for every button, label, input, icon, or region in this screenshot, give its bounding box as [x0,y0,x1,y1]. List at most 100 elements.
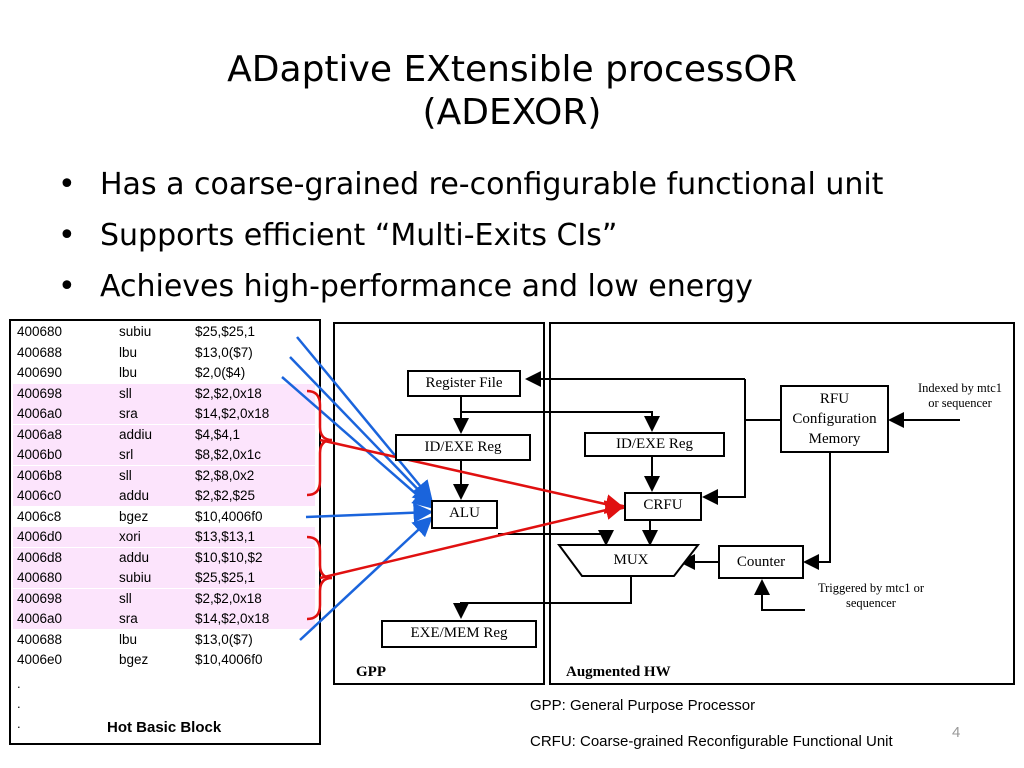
indexed-note: Indexed by mtc1 or sequencer [903,381,1017,411]
trigger-to-counter-arrow [754,579,805,611]
instruction-operands: $10,$10,$2 [195,549,263,565]
blue-arrow [305,502,434,523]
id-exe-reg-aug-box: ID/EXE Reg [584,432,725,457]
indexed-note-line: Indexed by mtc1 [917,381,1002,395]
instruction-operands: $2,$2,0x18 [195,590,262,606]
exe-mem-reg-box: EXE/MEM Reg [381,620,537,648]
ellipsis-dot: . [17,716,21,731]
page-number: 4 [952,724,961,741]
footnote-gpp: GPP: General Purpose Processor [530,697,756,714]
instruction-opcode: bgez [119,652,149,667]
instruction-opcode: subiu [119,570,152,585]
indexed-note-line: or sequencer [928,396,992,410]
instruction-address: 400690 [17,365,63,380]
triggered-note-line: sequencer [846,596,896,610]
rfu-config-line: Configuration [792,411,877,427]
instruction-address: 4006a0 [17,611,63,626]
instruction-opcode: addiu [119,426,153,442]
red-arrow [319,438,626,514]
instruction-opcode: addu [119,488,150,503]
instruction-opcode: bgez [119,508,149,524]
instruction-operands: $14,$2,0x18 [195,406,270,421]
bullet-list: • Has a coarse-grained re-configurable fu… [58,162,883,315]
bullet-item: • Supports efficient “Multi-Exits CIs” [58,213,883,264]
instruction-operands: $13,$13,1 [195,529,256,544]
instruction-address: 4006a8 [17,426,63,442]
instruction-operands: $13,0($7) [195,631,253,647]
bullet-icon: • [58,218,76,253]
instruction-operands: $13,0($7) [195,344,253,360]
bullet-text: Has a coarse-grained re-configurable fun… [100,167,884,202]
blue-arrow [289,356,433,505]
regfile-to-aug-idexe-arrow [460,396,660,432]
blue-arrow [299,516,433,641]
instruction-address: 400680 [17,570,63,585]
instruction-opcode: srl [119,447,134,462]
instruction-operands: $8,$2,0x1c [195,447,262,462]
rfu-to-counter-arrow [803,453,831,570]
red-arrow [319,500,626,580]
instruction-opcode: sll [119,385,132,401]
bullet-text: Achieves high-performance and low energy [100,269,753,304]
instruction-address: 400688 [17,631,63,647]
triggered-note-line: Triggered by mtc1 or [817,581,925,595]
instruction-opcode: lbu [119,365,138,380]
blue-arrow [281,376,433,509]
instruction-operands: $2,$2,$25 [195,488,256,503]
triggered-note: Triggered by mtc1 or sequencer [806,581,936,611]
code-row: 4006c0 addu $2,$2,$25 [13,486,315,506]
instruction-operands: $4,$4,1 [195,426,241,442]
instruction-address: 400698 [17,590,63,606]
instruction-operands: $2,$8,0x2 [195,467,255,483]
code-caption: Hot Basic Block [107,719,222,736]
instruction-opcode: addu [119,549,150,565]
alu-to-mux-arrow [498,530,614,546]
loop-to-crfu-arrow [702,379,746,505]
instruction-operands: $2,$2,0x18 [195,385,262,401]
bullet-item: •Has a coarse-grained re-configurable fu… [58,162,883,213]
bullet-text: Supports efficient “Multi-Exits CIs” [100,218,618,253]
red-brace [306,389,333,497]
title-line-1: ADaptive EXtensible processOR [227,49,797,90]
instruction-opcode: sra [119,406,138,421]
counter-box: Counter [718,545,804,579]
code-row: 4006b0 srl $8,$2,0x1c [13,445,315,465]
rfu-config-memory-box: RFU Configuration Memory [780,385,889,453]
title-line-2: (ADEXOR) [422,92,602,133]
red-brace [306,535,333,621]
instruction-address: 4006c0 [17,488,62,503]
code-row: 400698 sll $2,$2,0x18 [13,383,315,404]
instruction-operands: $2,0($4) [195,365,246,380]
instruction-opcode: sll [119,467,132,483]
code-row: 400690 lbu $2,0($4) [13,363,315,383]
instruction-opcode: lbu [119,344,138,360]
mux-shape [557,544,701,577]
augmented-hw-panel [549,322,1015,685]
instruction-address: 4006a0 [17,406,63,421]
instruction-address: 400688 [17,344,63,360]
instruction-operands: $25,$25,1 [195,324,256,339]
mux-to-exemem-arrow [453,576,632,619]
id-exe-reg-gpp-box: ID/EXE Reg [395,434,531,461]
instruction-address: 400698 [17,385,63,401]
instruction-address: 4006b0 [17,447,63,462]
crfu-box: CRFU [624,492,702,521]
code-row: 4006a8 addiu $4,$4,1 [13,424,315,445]
instruction-operands: $25,$25,1 [195,570,256,585]
instruction-address: 4006c8 [17,508,62,524]
rfu-config-line: RFU [819,391,850,407]
register-file-box: Register File [407,370,521,397]
code-row: 400688 lbu $13,0($7) [13,630,315,650]
instruction-opcode: lbu [119,631,138,647]
instruction-operands: $10,4006f0 [195,508,263,524]
alu-box: ALU [431,500,498,529]
instruction-address: 4006d0 [17,529,63,544]
code-row: 4006a0 sra $14,$2,0x18 [13,404,315,424]
